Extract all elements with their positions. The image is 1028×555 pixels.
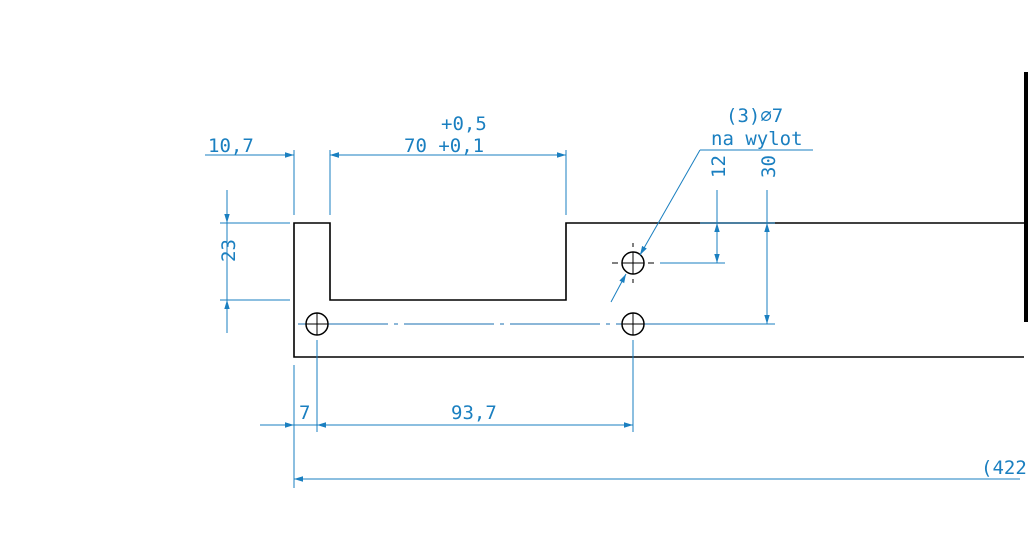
- leader-line-hole-callout: [639, 149, 701, 256]
- dim-text-10-7: 10,7: [208, 135, 254, 157]
- dim-text-tol-upper: +0,5: [441, 113, 487, 135]
- part-outline: [293, 222, 1024, 358]
- page-edge-marker: [1024, 72, 1028, 322]
- hole-right-lower: [621, 312, 645, 336]
- hole-left: [305, 312, 329, 336]
- dim-text-callout-dia: (3)∅7: [726, 105, 783, 127]
- dim-text-23: 23: [218, 239, 240, 262]
- dim-text-7: 7: [299, 402, 310, 424]
- dim-text-70: 70 +0,1: [404, 135, 484, 157]
- dim-text-overall: (422: [981, 457, 1027, 479]
- leader-tail: [610, 273, 627, 303]
- dim-text-93-7: 93,7: [451, 402, 497, 424]
- dim-text-12: 12: [708, 155, 730, 178]
- dim-text-30: 30: [758, 155, 780, 178]
- dim-text-callout-note: na wylot: [711, 128, 803, 150]
- hole-right-upper: [612, 243, 654, 283]
